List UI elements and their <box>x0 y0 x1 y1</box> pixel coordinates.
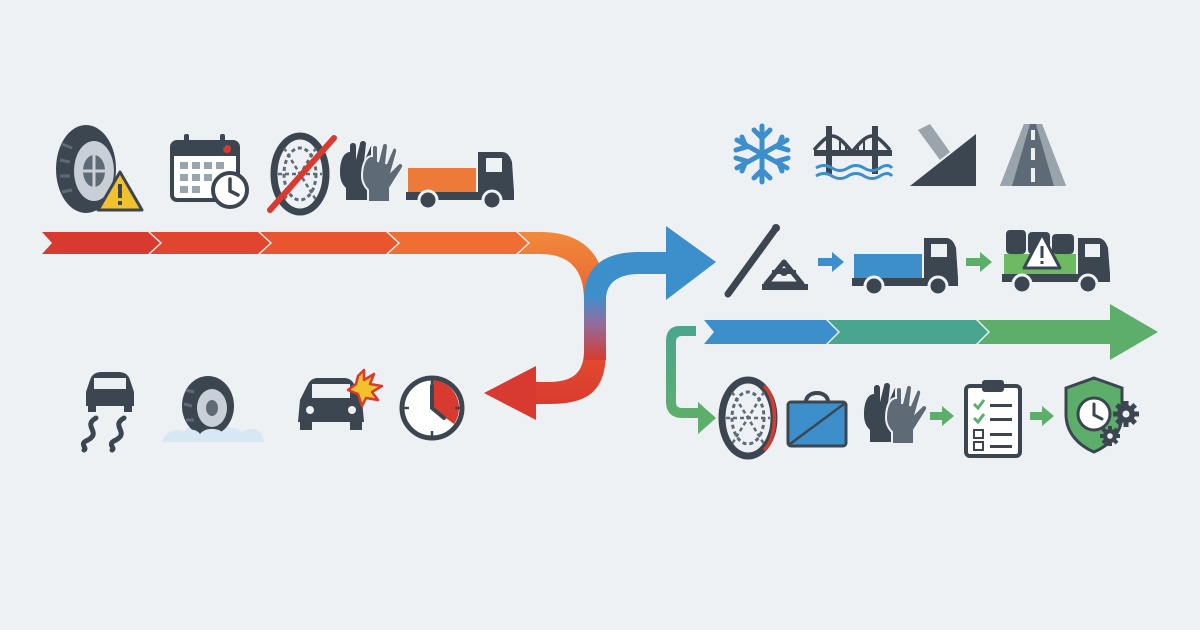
chevron-segment-3 <box>260 232 398 254</box>
chain-bag-icon <box>786 391 848 448</box>
snow-chains-icon <box>718 376 778 460</box>
small-arrow-green-3 <box>1030 406 1054 426</box>
small-arrow-blue <box>818 252 844 272</box>
orange-truck-icon <box>406 152 514 211</box>
work-gloves-icon <box>864 383 929 445</box>
loaded-truck-warning-icon <box>1002 230 1110 295</box>
car-crash-icon <box>298 368 384 430</box>
road-icon <box>1000 124 1066 186</box>
chevron-segment-1 <box>42 232 160 254</box>
bridge-icon <box>812 126 894 180</box>
small-arrow-green-2 <box>930 406 954 426</box>
time-running-out-icon <box>399 375 465 441</box>
left-arrowhead <box>484 366 536 420</box>
snowflake-icon <box>733 123 791 185</box>
band-segment-blue <box>704 320 838 344</box>
right-chevron-band <box>704 304 1158 360</box>
steep-slope-icon <box>910 124 976 186</box>
blue-truck-icon <box>852 238 958 297</box>
no-chains-icon <box>267 132 337 216</box>
branch-arrowhead <box>698 402 716 434</box>
chevron-segment-4 <box>388 232 528 254</box>
checklist-icon <box>964 380 1022 458</box>
shield-clock-gear-icon <box>1064 376 1139 454</box>
tire-iron-jack-icon <box>724 224 808 298</box>
skidding-car-icon <box>80 372 134 453</box>
upper-left-chevron-band <box>42 232 528 254</box>
curve-up-arrow-body <box>584 252 672 360</box>
curve-down-arrow-body <box>518 232 606 404</box>
up-right-arrowhead <box>666 226 716 300</box>
band-segment-teal <box>828 320 988 344</box>
branch-connector <box>666 326 702 418</box>
band-segment-green-arrow <box>978 304 1158 360</box>
tire-stuck-in-snow-icon <box>162 376 264 442</box>
chevron-segment-2 <box>150 232 270 254</box>
worn-tire-warning-icon <box>56 125 144 213</box>
gloves-icon <box>340 141 405 203</box>
small-arrow-green <box>966 252 992 272</box>
calendar-clock-icon <box>170 134 249 209</box>
